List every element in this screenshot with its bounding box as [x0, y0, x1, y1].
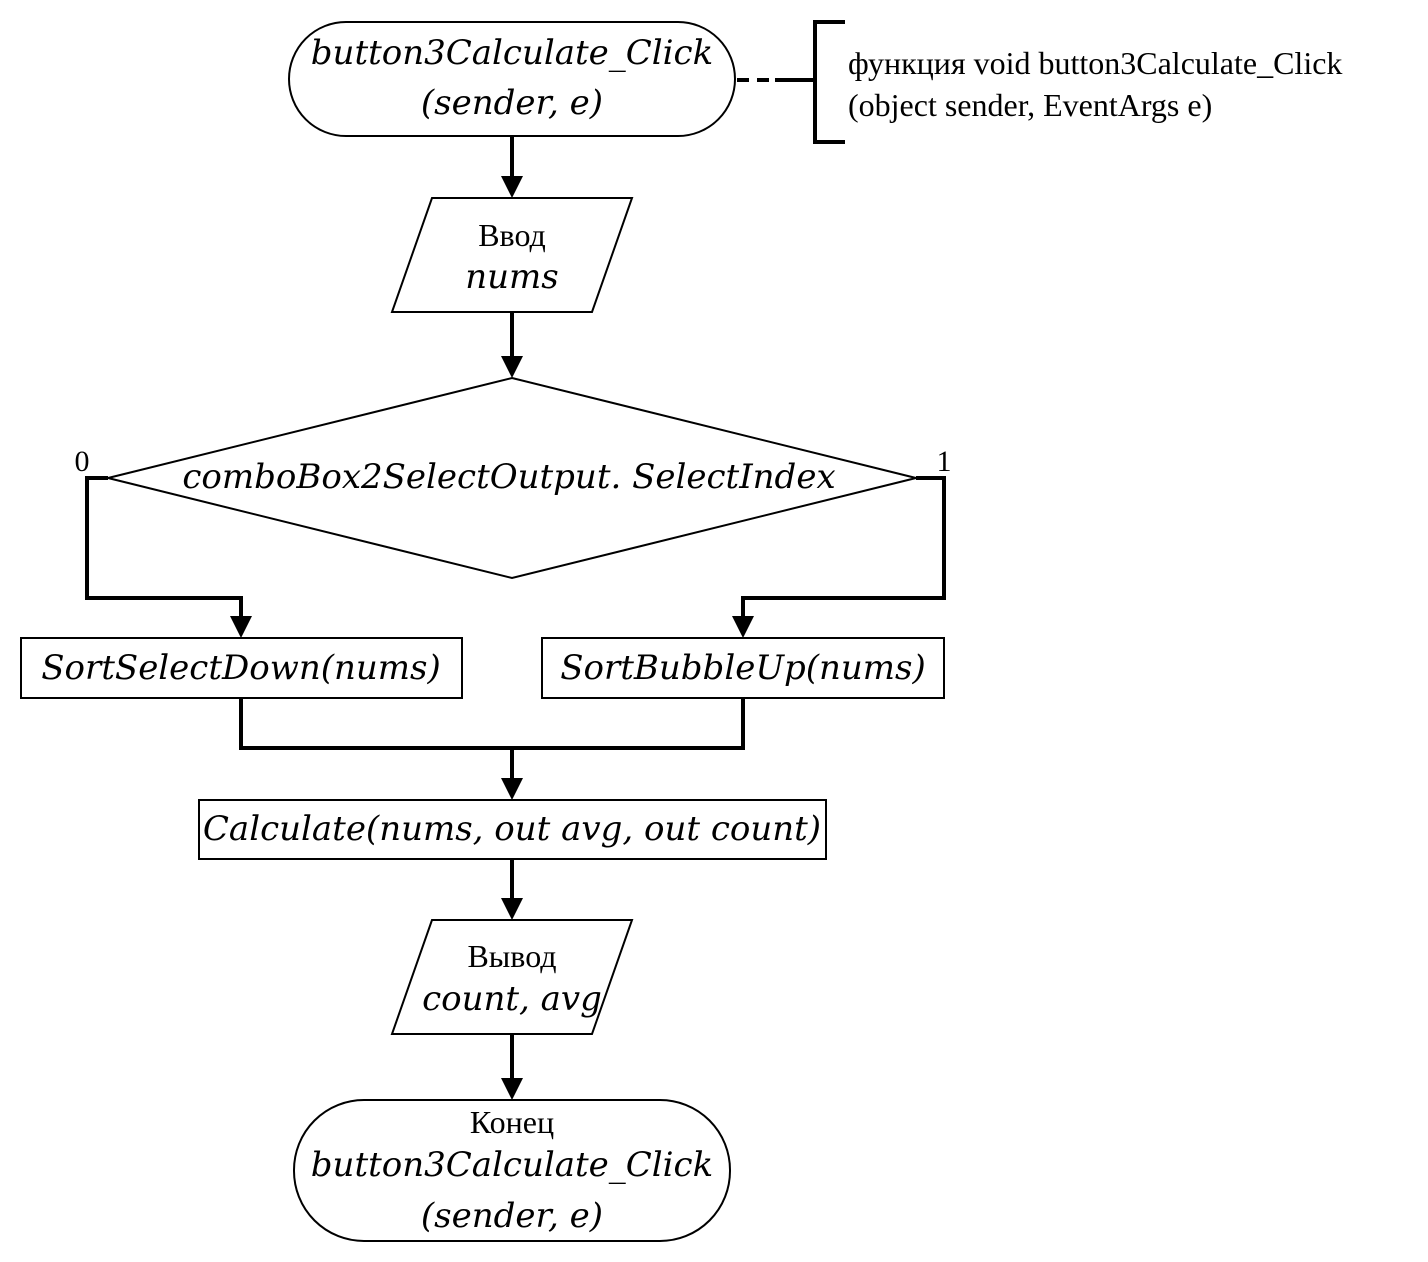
arrowhead-decision — [501, 356, 523, 378]
start-name: button3Calculate_Click — [311, 33, 713, 73]
arrowhead-right-process — [732, 616, 754, 638]
branch-line-right — [741, 476, 946, 618]
output-vars: count, avg — [422, 979, 602, 1019]
arrowhead-end — [501, 1078, 523, 1100]
branch-line-left — [85, 476, 243, 618]
output-parallelogram — [390, 919, 634, 1035]
end-params: (sender, e) — [421, 1196, 603, 1236]
end-name: button3Calculate_Click — [311, 1145, 713, 1185]
decision-diamond — [107, 376, 917, 580]
annotation-bracket — [813, 20, 845, 144]
decision-condition: comboBox2SelectOutput. SelectIndex — [182, 457, 835, 497]
end-label: Конец — [470, 1104, 554, 1140]
input-parallelogram — [390, 197, 634, 313]
process-calculate — [198, 799, 827, 860]
process-sort-select-down-label: SortSelectDown(nums) — [41, 648, 441, 688]
process-sort-bubble-up — [541, 637, 945, 699]
process-calculate-label: Calculate(nums, out avg, out count) — [203, 809, 821, 849]
merge-line-left — [239, 698, 512, 750]
input-var: nums — [465, 257, 558, 297]
annotation-line1: функция void button3Calculate_Click — [848, 45, 1342, 81]
output-label: Вывод — [467, 938, 556, 974]
arrowhead-input — [501, 176, 523, 198]
merge-line-right — [512, 698, 745, 750]
arrowhead-calc — [501, 778, 523, 800]
arrowhead-output — [501, 898, 523, 920]
branch-label-left: 0 — [75, 445, 90, 478]
arrowhead-left-process — [230, 616, 252, 638]
process-sort-select-down — [20, 637, 463, 699]
input-label: Ввод — [478, 217, 546, 253]
start-params: (sender, e) — [421, 83, 603, 123]
end-terminator — [293, 1099, 731, 1242]
process-sort-bubble-up-label: SortBubbleUp(nums) — [560, 648, 926, 688]
branch-label-right: 1 — [937, 445, 952, 478]
annotation-line2: (object sender, EventArgs e) — [848, 87, 1212, 123]
